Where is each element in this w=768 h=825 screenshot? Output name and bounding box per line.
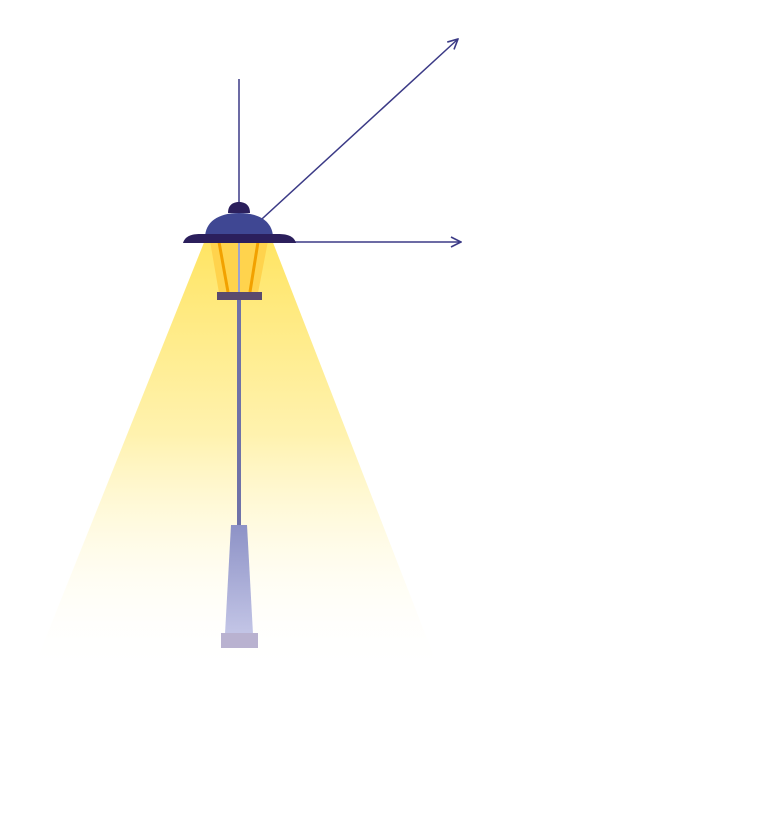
lamp-cap-brim: [183, 234, 296, 243]
light-beam: [32, 240, 440, 672]
lamp-frame-right: [248, 241, 260, 293]
lamp-cap-finial: [228, 202, 250, 213]
lamp-cap-dome: [205, 213, 273, 238]
pole-base: [225, 525, 253, 634]
diagonal-ray: [238, 39, 458, 241]
lamp-base-bar: [217, 292, 262, 300]
pole-foot: [221, 633, 258, 648]
street-lamp-icon: [183, 202, 296, 300]
lamp-frame-left: [217, 241, 230, 293]
